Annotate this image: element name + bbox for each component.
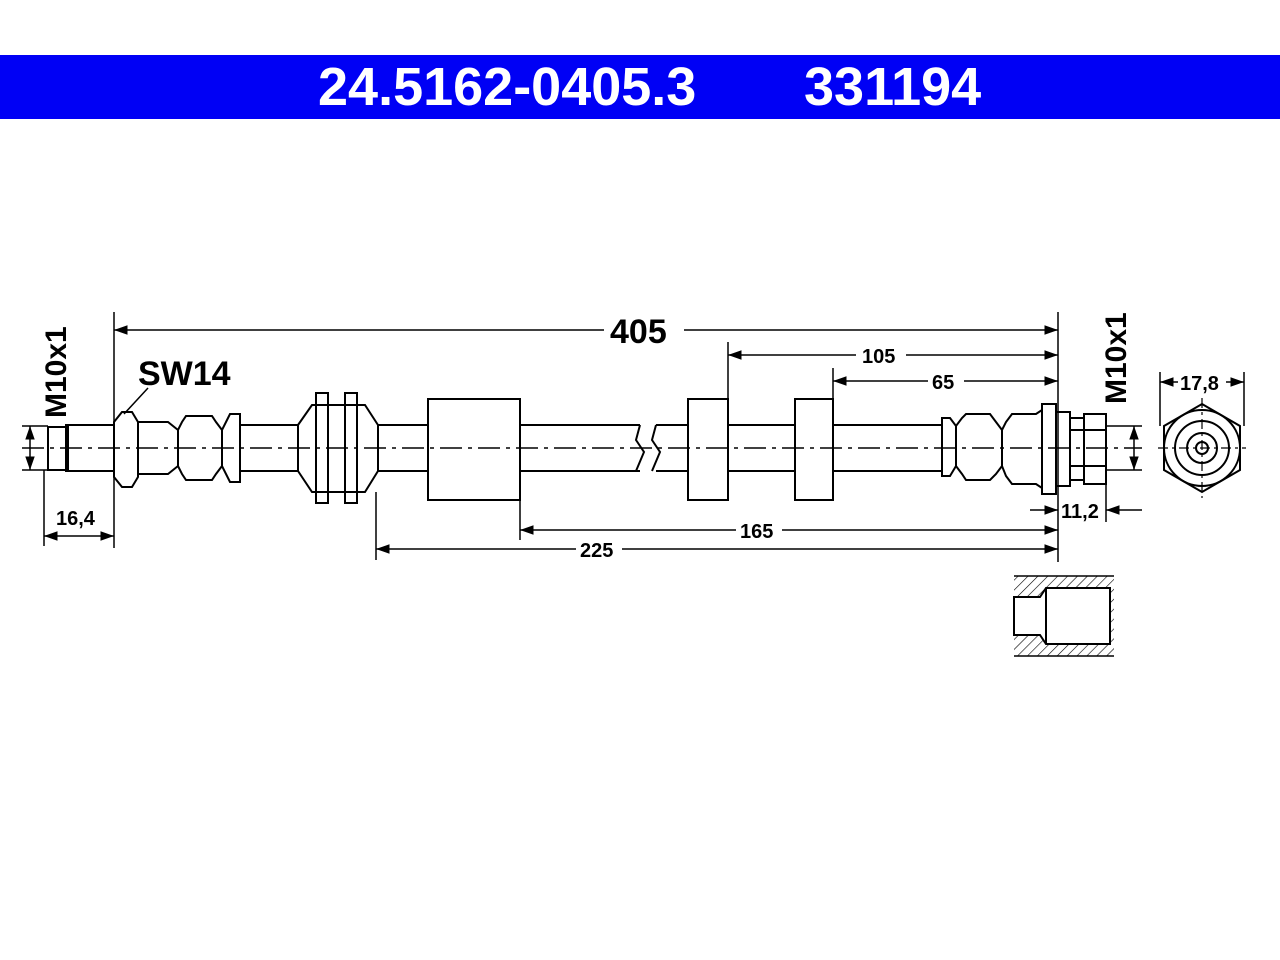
sw14-leader xyxy=(123,387,149,415)
label-thread-left: M10x1 xyxy=(40,326,73,418)
reference-number: 331194 xyxy=(804,57,982,117)
label-dim-17-8: 17,8 xyxy=(1180,373,1219,395)
protection-sleeve-3 xyxy=(794,398,834,501)
label-dim-65: 65 xyxy=(932,372,954,394)
port-section-detail xyxy=(1013,575,1114,657)
left-hex-nut xyxy=(113,411,139,488)
protection-sleeve-1 xyxy=(427,398,521,501)
protection-sleeve-2 xyxy=(687,398,729,501)
right-fitting xyxy=(941,403,1107,495)
label-dim-16-4: 16,4 xyxy=(56,508,96,530)
part-number: 24.5162-0405.3 xyxy=(318,57,697,117)
label-thread-right: M10x1 xyxy=(1100,312,1133,404)
dimension-lines xyxy=(25,325,1244,554)
left-crimp-ferrule xyxy=(137,413,241,483)
label-sw14: SW14 xyxy=(138,355,231,393)
header-bar xyxy=(0,55,1280,119)
hex-end-view xyxy=(1158,398,1246,498)
label-dim-225: 225 xyxy=(580,540,613,562)
break-mark-right xyxy=(650,424,662,472)
right-hex-nut xyxy=(1041,403,1057,495)
label-dim-405: 405 xyxy=(610,313,667,351)
break-mark-left xyxy=(634,424,646,472)
label-dim-165: 165 xyxy=(740,521,773,543)
label-dim-105: 105 xyxy=(862,346,895,368)
left-fitting xyxy=(47,411,241,488)
left-thread-stub xyxy=(47,426,69,471)
label-dim-11-2: 11,2 xyxy=(1061,501,1099,523)
